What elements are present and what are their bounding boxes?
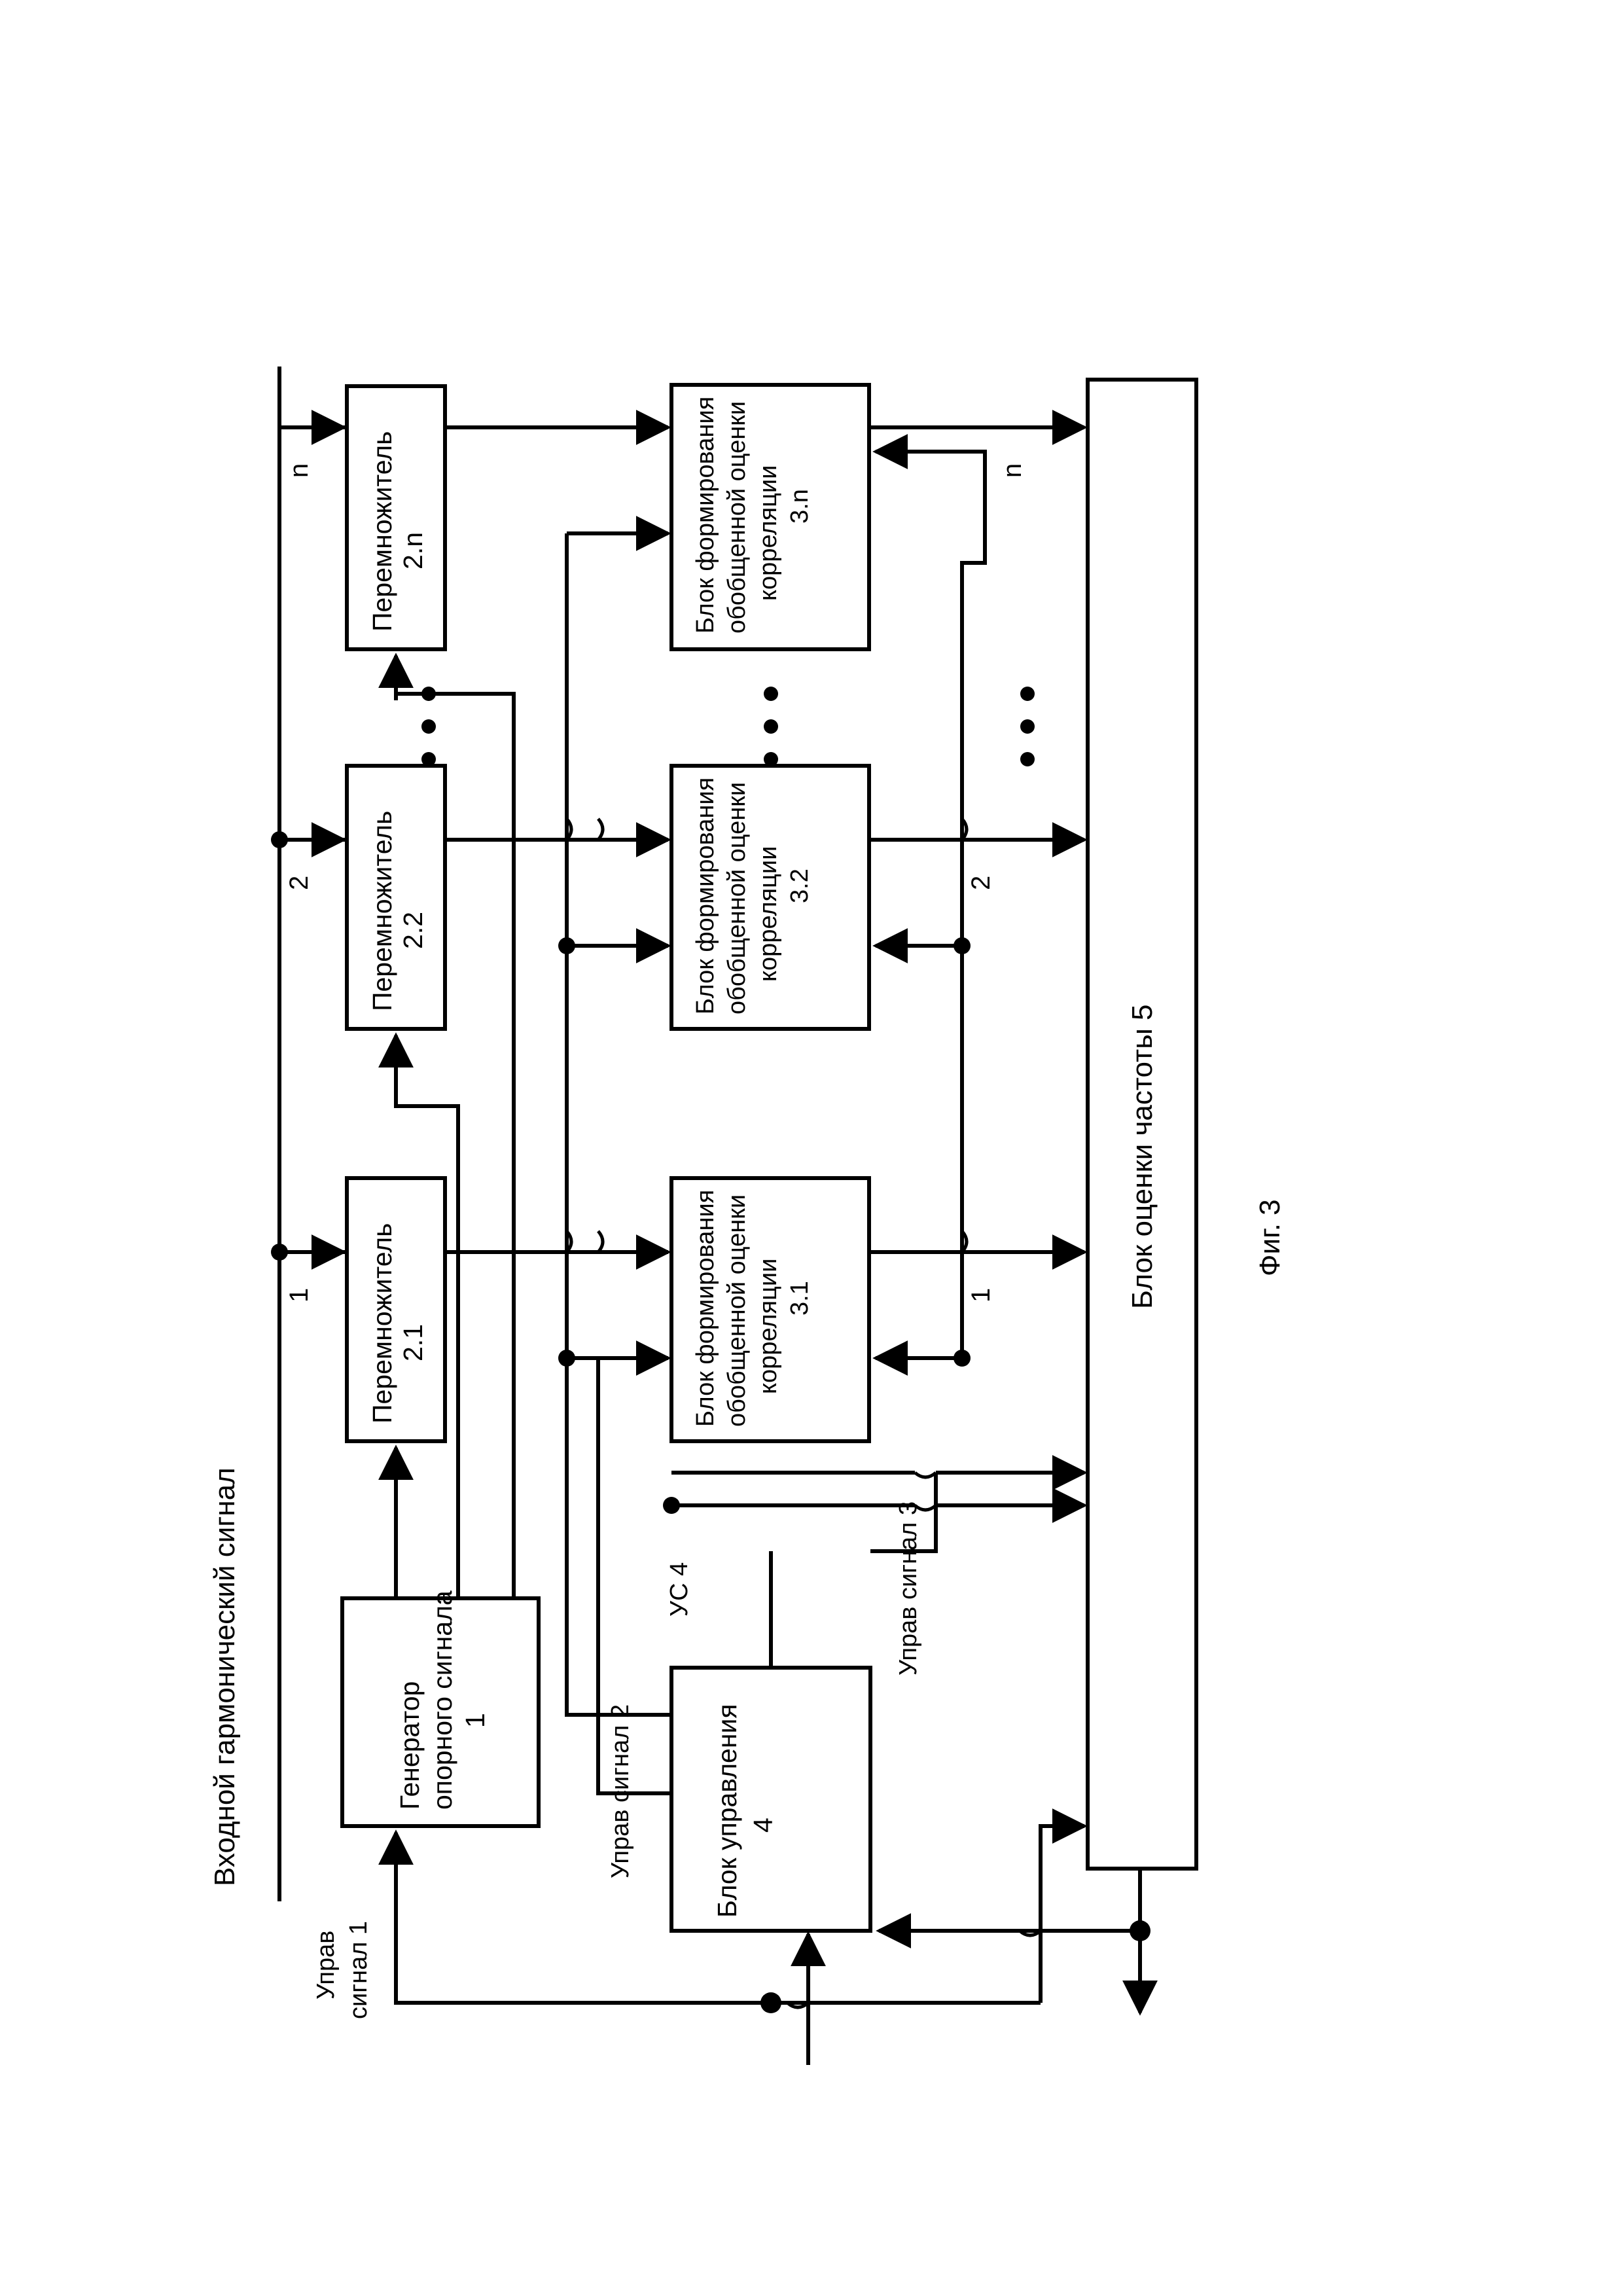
input-signal-label: Входной гармонический сигнал (209, 1467, 241, 1886)
ctrl-signal-1-label-line2: сигнал 1 (345, 1921, 372, 2019)
wire-hop (597, 817, 605, 841)
index-label-1: 1 (285, 1288, 313, 1302)
feedback-to-corrn (872, 434, 987, 533)
wire-hop (786, 2001, 810, 2009)
ctrl2-bus (596, 1358, 671, 1795)
block-correlator-3-1-line1: Блок формирования (692, 1190, 719, 1427)
wire-hop (961, 1230, 969, 1253)
block-correlator-3-n (669, 383, 871, 651)
ellipsis-dot (764, 687, 778, 701)
ctrl-signal-2-label: Управ сигнал 2 (607, 1704, 634, 1878)
ellipsis-dot (1020, 687, 1035, 701)
us4-label: УС 4 (666, 1562, 693, 1617)
block-correlator-3-2-line3: корреляции (755, 846, 782, 982)
block-generator-line2: опорного сигнала (427, 1590, 457, 1810)
block-control-line1: Блок управления (712, 1704, 742, 1918)
block-correlator-3-n-line2: обобщенной оценки (723, 401, 751, 634)
block-generator-line1: Генератор (395, 1681, 425, 1810)
ctrl1-wire (394, 1885, 767, 2005)
block-correlator-3-n-number: 3.n (786, 489, 813, 524)
ctrl-signal-1-label-line1: Управ (312, 1931, 340, 2000)
ellipsis-dot (421, 752, 436, 766)
figure-caption: Фиг. 3 (1254, 1199, 1286, 1276)
block-control (669, 1666, 872, 1933)
feedback-bus-seg2 (960, 533, 987, 946)
junction-dot (663, 1497, 680, 1514)
block-multiplier-2-2-number: 2.2 (398, 912, 428, 949)
index-label-freq-n: n (998, 463, 1027, 478)
block-correlator-3-n-line3: корреляции (755, 465, 782, 601)
ellipsis-dot (764, 719, 778, 734)
wire-hop (914, 1504, 937, 1512)
junction-dot (271, 1244, 288, 1261)
block-multiplier-2-n-name: Перемножитель (367, 431, 397, 632)
index-label-n: n (285, 463, 313, 478)
control-to-freq (1039, 1808, 1088, 2003)
ellipsis-dot (1020, 752, 1035, 766)
block-multiplier-2-2-name: Перемножитель (367, 811, 397, 1011)
block-correlator-3-1-line3: корреляции (755, 1259, 782, 1394)
gen-out-riser-2 (394, 1047, 460, 1598)
junction-dot (271, 831, 288, 848)
junction-dot (760, 1992, 781, 2013)
wire-hop (914, 1471, 937, 1479)
ctrl-signal-3-label: Управ сигнал 3 (895, 1501, 922, 1676)
block-multiplier-2-1 (345, 1176, 447, 1443)
block-multiplier-2-n-number: 2.n (398, 532, 428, 569)
ellipsis-dot (1020, 719, 1035, 734)
wire-hop (597, 1230, 605, 1253)
block-correlator-3-2-line1: Блок формирования (692, 778, 719, 1014)
wire-hop (961, 817, 969, 841)
gen-out-riser-n (394, 668, 516, 1598)
block-correlator-3-2-line2: обобщенной оценки (723, 782, 751, 1014)
index-label-freq-1: 1 (967, 1288, 995, 1302)
block-multiplier-2-2 (345, 764, 447, 1031)
ellipsis-dot (421, 719, 436, 734)
block-correlator-3-1 (669, 1176, 871, 1443)
block-multiplier-2-n (345, 384, 447, 651)
block-frequency-estimation-name: Блок оценки частоты 5 (1126, 1004, 1158, 1309)
block-multiplier-2-1-number: 2.1 (398, 1324, 428, 1361)
block-generator (340, 1596, 541, 1828)
index-label-2: 2 (285, 876, 313, 890)
block-correlator-3-2-number: 3.2 (786, 869, 813, 903)
block-correlator-3-n-line1: Блок формирования (692, 397, 719, 634)
index-label-freq-2: 2 (967, 876, 995, 890)
block-multiplier-2-1-name: Перемножитель (367, 1223, 397, 1424)
ellipsis-dot (764, 752, 778, 766)
block-generator-number: 1 (460, 1713, 490, 1728)
block-correlator-3-1-line2: обобщенной оценки (723, 1194, 751, 1427)
block-correlator-3-1-number: 3.1 (786, 1281, 813, 1316)
us4-bus (565, 1358, 671, 1717)
block-control-number: 4 (748, 1818, 778, 1833)
